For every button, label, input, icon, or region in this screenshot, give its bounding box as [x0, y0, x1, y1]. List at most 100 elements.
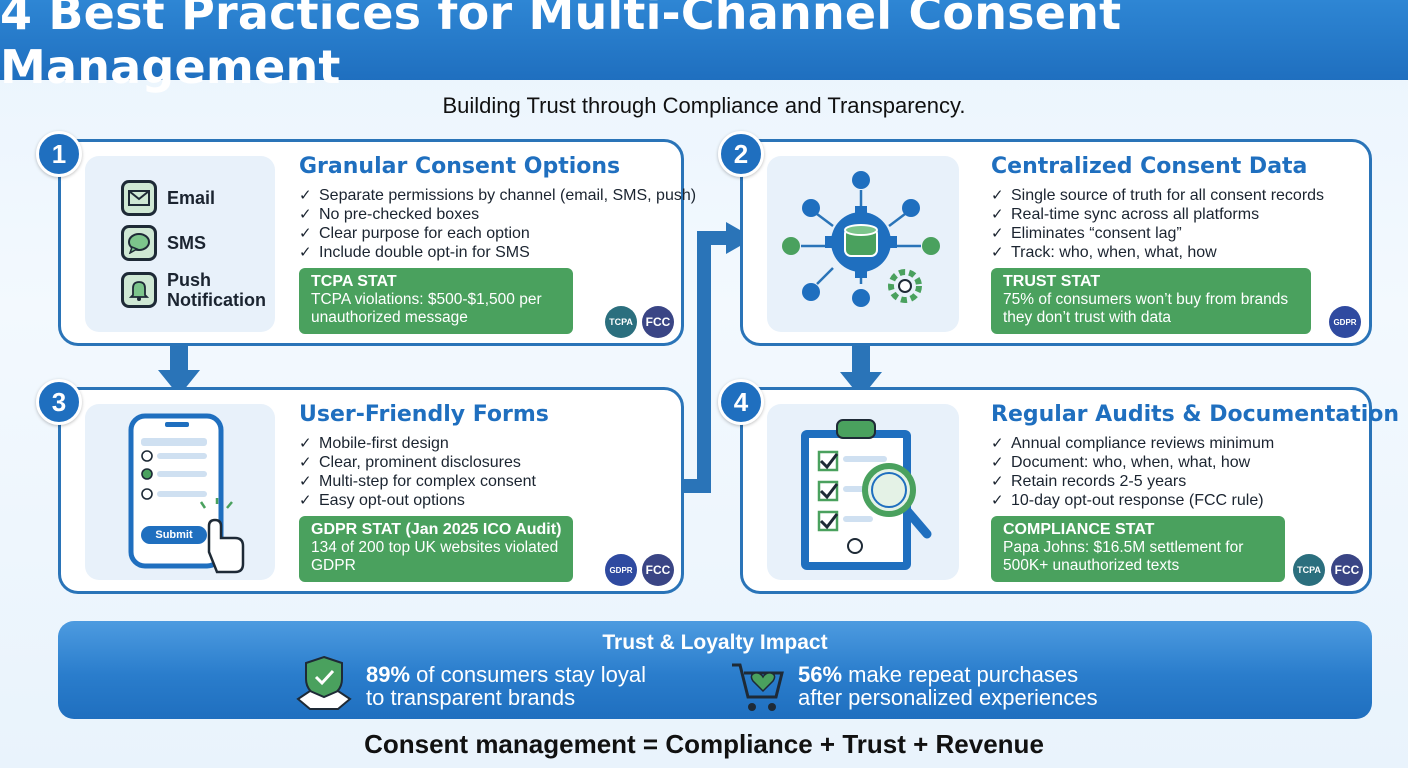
- page-title: 4 Best Practices for Multi-Channel Conse…: [0, 0, 1122, 94]
- channel-push: Push Notification: [121, 270, 267, 310]
- check-icon: ✓: [299, 492, 312, 509]
- bullet-text: Mobile-first design: [319, 435, 449, 452]
- handshake-shield-icon: [296, 655, 352, 710]
- stat-title: TCPA STAT: [311, 273, 397, 290]
- badge-label: FCC: [645, 563, 671, 577]
- card-granular-consent: Email SMS Push Notification Granular Con…: [58, 139, 696, 346]
- trust-loyalty-banner: Trust & Loyalty Impact 89% of consumers …: [58, 621, 1372, 719]
- bullet-list: ✓ Single source of truth for all consent …: [991, 186, 1324, 262]
- fcc-badge: FCC: [1331, 554, 1363, 586]
- impact-value: 89%: [366, 662, 411, 687]
- stat-text: TCPA violations: $500-$1,500 per unautho…: [311, 291, 542, 326]
- badge-label: TCPA: [609, 317, 633, 327]
- stat-box-gdpr: GDPR STAT (Jan 2025 ICO Audit) 134 of 20…: [299, 516, 573, 582]
- bullet-text: Separate permissions by channel (email, …: [319, 187, 697, 204]
- clipboard-magnifier-icon: [801, 419, 932, 570]
- fcc-badge: FCC: [642, 306, 674, 338]
- step-number-1: 1: [36, 131, 82, 177]
- bullet-text: Annual compliance reviews minimum: [1011, 435, 1275, 452]
- check-icon: ✓: [991, 454, 1004, 471]
- bullet-item: ✓Multi-step for complex consent: [299, 472, 536, 491]
- bullet-item: ✓Track: who, when, what, how: [991, 243, 1324, 262]
- channel-label-push: Push Notification: [167, 270, 266, 310]
- check-icon: ✓: [299, 454, 312, 471]
- stat-box-compliance: COMPLIANCE STAT Papa Johns: $16.5M settl…: [991, 516, 1285, 582]
- badge-label: GDPR: [1333, 317, 1357, 327]
- bullet-item: ✓ Separate permissions by channel (email,…: [299, 186, 696, 205]
- tcpa-badge: TCPA: [1293, 554, 1325, 586]
- audit-illustration: [767, 404, 959, 580]
- channel-label-email: Email: [167, 188, 216, 208]
- badge-label: TCPA: [1297, 565, 1321, 575]
- channel-label-sms: SMS: [167, 233, 207, 253]
- footer-tagline: Consent management = Compliance + Trust …: [364, 729, 1044, 759]
- bullet-item: ✓ Real-time sync across all platforms: [991, 205, 1324, 224]
- check-icon: ✓: [991, 225, 1004, 242]
- bullet-text: Document: who, when, what, how: [1011, 454, 1251, 471]
- bullet-item: ✓ Eliminates “consent lag”: [991, 224, 1324, 243]
- bullet-item: ✓ No pre-checked boxes: [299, 205, 696, 224]
- stat-text: 75% of consumers won’t buy from brands t…: [1003, 291, 1289, 326]
- bullet-list: ✓ Annual compliance reviews minimum ✓ Docu…: [991, 434, 1274, 510]
- bullet-item: ✓ Document: who, when, what, how: [991, 453, 1274, 472]
- bullet-text: 10-day opt-out response (FCC rule): [1011, 492, 1264, 509]
- bullet-item: ✓ Clear, prominent disclosures: [299, 453, 536, 472]
- bullet-item: ✓ Mobile-first design: [299, 434, 536, 453]
- page-subtitle: Building Trust through Compliance and Tr…: [442, 93, 966, 118]
- mobile-form-illustration: Submit: [85, 404, 275, 580]
- phone-form-icon: [128, 413, 245, 574]
- gdpr-badge: GDPR: [1329, 306, 1361, 338]
- check-icon: ✓: [299, 187, 312, 204]
- bullet-text: Real-time sync across all platforms: [1011, 206, 1260, 223]
- bullet-item: ✓Clear purpose for each option: [299, 224, 696, 243]
- bullet-text: Single source of truth for all consent r…: [1011, 187, 1325, 204]
- card-title: User-Friendly Forms: [299, 402, 549, 427]
- badge-label: GDPR: [609, 565, 633, 575]
- bullet-text: Include double opt-in for SMS: [319, 244, 530, 261]
- channel-illustration: Email SMS Push Notification: [85, 156, 275, 332]
- bullet-item: ✓ Easy opt-out options: [299, 491, 536, 510]
- bullet-item: ✓Retain records 2-5 years: [991, 472, 1274, 491]
- bullet-text: Retain records 2-5 years: [1011, 473, 1187, 490]
- stat-text: Papa Johns: $16.5M settlement for 500K+ …: [1003, 539, 1244, 574]
- bullet-text: Clear, prominent disclosures: [319, 454, 521, 471]
- bullet-text: Track: who, when, what, how: [1011, 244, 1217, 261]
- bullet-text: No pre-checked boxes: [319, 206, 480, 223]
- submit-button[interactable]: Submit: [155, 529, 193, 541]
- check-icon: ✓: [991, 435, 1004, 452]
- channel-email: Email: [121, 180, 215, 216]
- bullet-list: ✓ Mobile-first design ✓ Clear, prominent d…: [299, 434, 536, 510]
- check-icon: ✓: [299, 435, 312, 452]
- stat-title: COMPLIANCE STAT: [1003, 521, 1155, 538]
- gdpr-badge: GDPR: [605, 554, 637, 586]
- hub-illustration: [767, 156, 959, 332]
- impact-text: to transparent brands: [366, 685, 576, 710]
- cart-heart-icon: [732, 663, 784, 711]
- check-icon: ✓: [991, 187, 1004, 204]
- check-icon: ✓: [991, 206, 1004, 223]
- impact-title: Trust & Loyalty Impact: [602, 631, 828, 654]
- check-icon: ✓: [991, 492, 1004, 509]
- check-icon: ✓: [299, 244, 312, 261]
- stat-box-trust: TRUST STAT 75% of consumers won’t buy fr…: [991, 268, 1311, 334]
- badge-label: FCC: [1334, 563, 1360, 577]
- badge-label: FCC: [645, 315, 671, 329]
- database-hub-icon: [782, 171, 940, 307]
- stat-title: TRUST STAT: [1003, 273, 1101, 290]
- chat-bubble-icon: [121, 225, 157, 261]
- bullet-text: Multi-step for complex consent: [319, 473, 536, 490]
- bullet-text: Easy opt-out options: [319, 492, 465, 509]
- bullet-list: ✓ Separate permissions by channel (email,…: [299, 186, 696, 262]
- impact-text: after personalized experiences: [798, 685, 1098, 710]
- bell-icon: [121, 272, 157, 308]
- stat-text: 134 of 200 top UK websites violated GDPR: [311, 539, 559, 574]
- card-title: Regular Audits & Documentation: [991, 402, 1400, 427]
- check-icon: ✓: [299, 206, 312, 223]
- stat-title: GDPR STAT (Jan 2025 ICO Audit): [311, 521, 562, 538]
- card-title: Granular Consent Options: [299, 154, 621, 179]
- bullet-text: Eliminates “consent lag”: [1011, 225, 1182, 242]
- impact-text: make repeat purchases: [842, 662, 1079, 687]
- card-title: Centralized Consent Data: [991, 154, 1308, 179]
- bullet-item: ✓ Single source of truth for all consent …: [991, 186, 1324, 205]
- header-banner: 4 Best Practices for Multi-Channel Conse…: [0, 0, 1408, 94]
